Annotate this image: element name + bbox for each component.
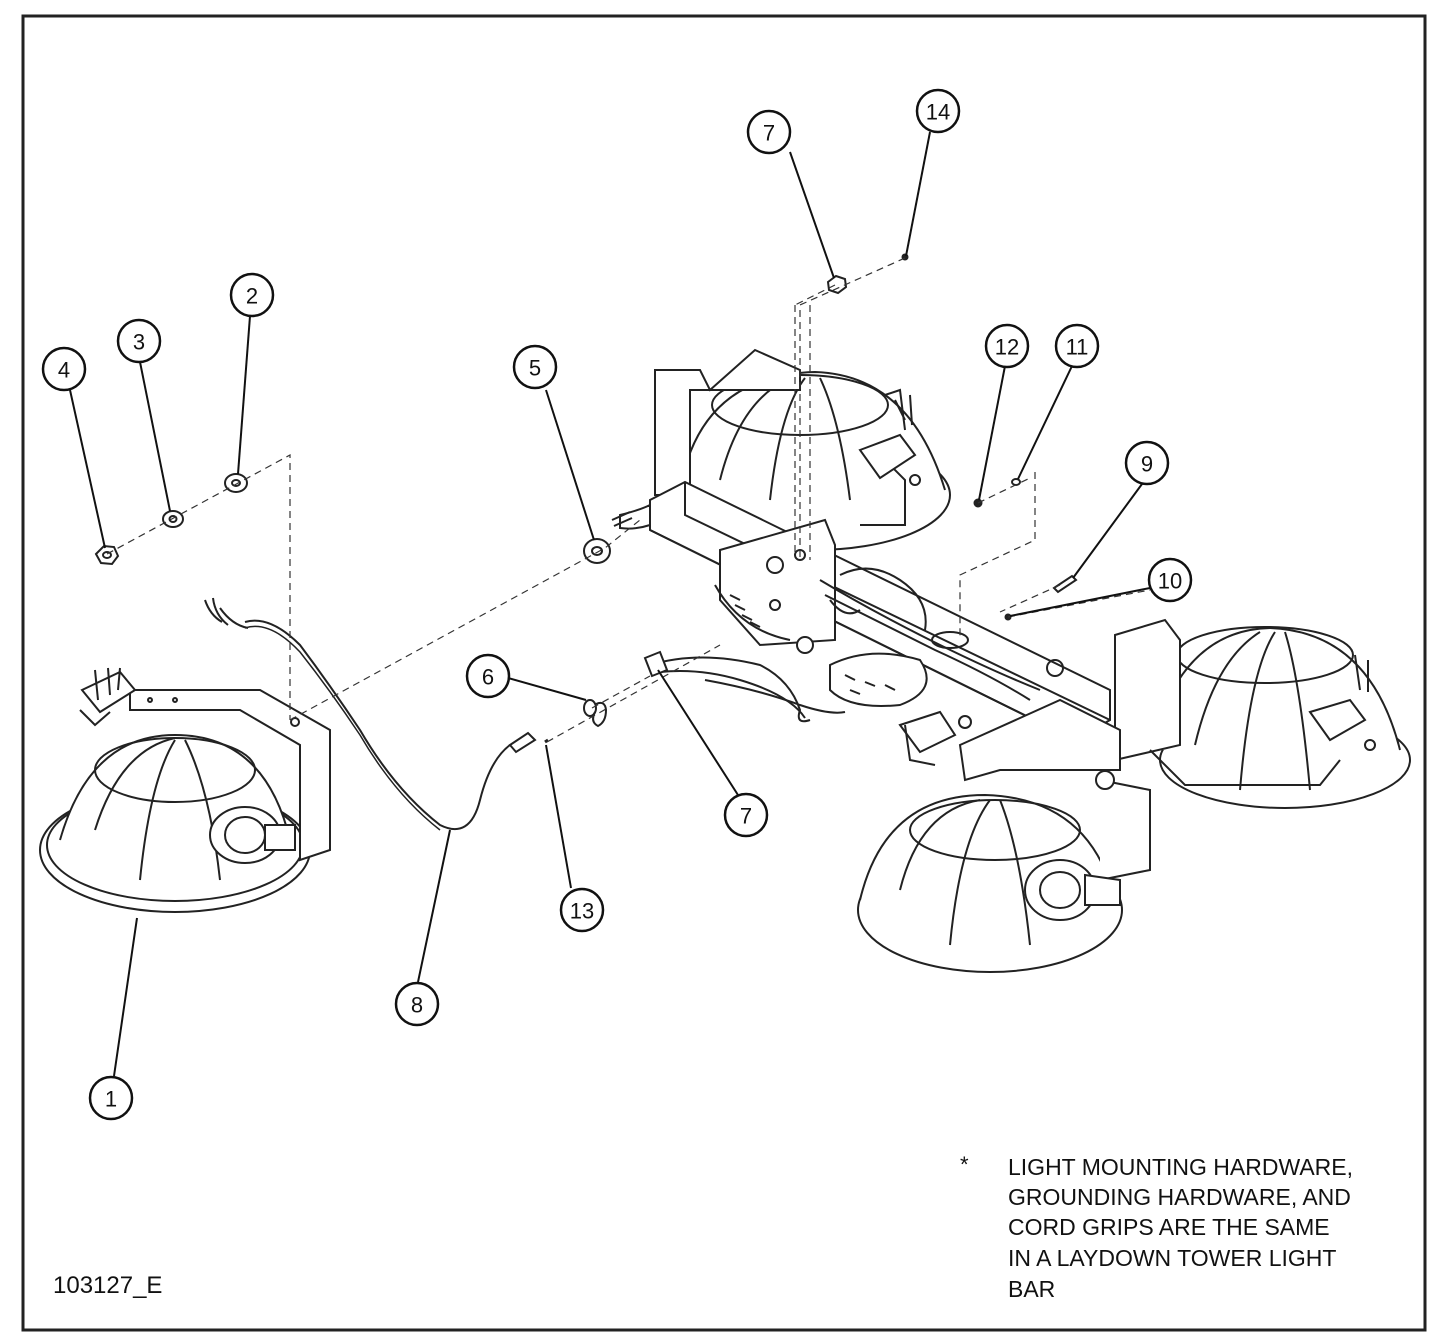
callout-2: 2 [246, 284, 258, 309]
lamp-right [1114, 618, 1411, 809]
ground-clip-6 [583, 699, 608, 728]
leader-lines [69, 131, 1151, 1077]
wiring-harness [649, 656, 811, 723]
note-line-3: CORD GRIPS ARE THE SAME [1008, 1214, 1330, 1240]
washer-2 [224, 473, 248, 493]
callout-4: 4 [58, 358, 70, 383]
power-cord [244, 619, 511, 830]
screw-9 [1052, 574, 1078, 594]
screw-13 [544, 738, 549, 744]
bushing-5 [583, 538, 611, 564]
callout-8: 8 [411, 993, 423, 1018]
note-line-5: BAR [1008, 1276, 1056, 1302]
note-asterisk: * [960, 1152, 969, 1177]
nut-7 [826, 274, 848, 295]
note-line-1: LIGHT MOUNTING HARDWARE, [1008, 1154, 1354, 1180]
note-line-4: IN A LAYDOWN TOWER LIGHT [1008, 1245, 1337, 1271]
callout-13: 13 [570, 899, 594, 924]
drawing-number: 103127_E [53, 1272, 163, 1299]
callout-14: 14 [926, 100, 950, 125]
drawing-border [21, 14, 1427, 1332]
washer-3 [162, 510, 184, 528]
lamp-left [39, 667, 331, 913]
callout-7-bottom: 7 [740, 804, 752, 829]
callout-bubbles [41, 88, 1193, 1121]
note-line-2: GROUNDING HARDWARE, AND [1008, 1184, 1351, 1210]
lamp-front [857, 659, 1151, 973]
callout-7-top: 7 [763, 121, 775, 146]
callout-3: 3 [133, 330, 145, 355]
light-bar-frame [611, 480, 1111, 742]
callout-6: 6 [482, 665, 494, 690]
assembly-lines [106, 257, 1151, 743]
callout-10: 10 [1158, 569, 1182, 594]
callout-11: 11 [1066, 335, 1089, 360]
callout-1: 1 [105, 1087, 117, 1112]
callout-9: 9 [1141, 452, 1153, 477]
hex-nut-4 [94, 544, 120, 566]
callout-5: 5 [529, 356, 541, 381]
callout-12: 12 [995, 335, 1019, 360]
